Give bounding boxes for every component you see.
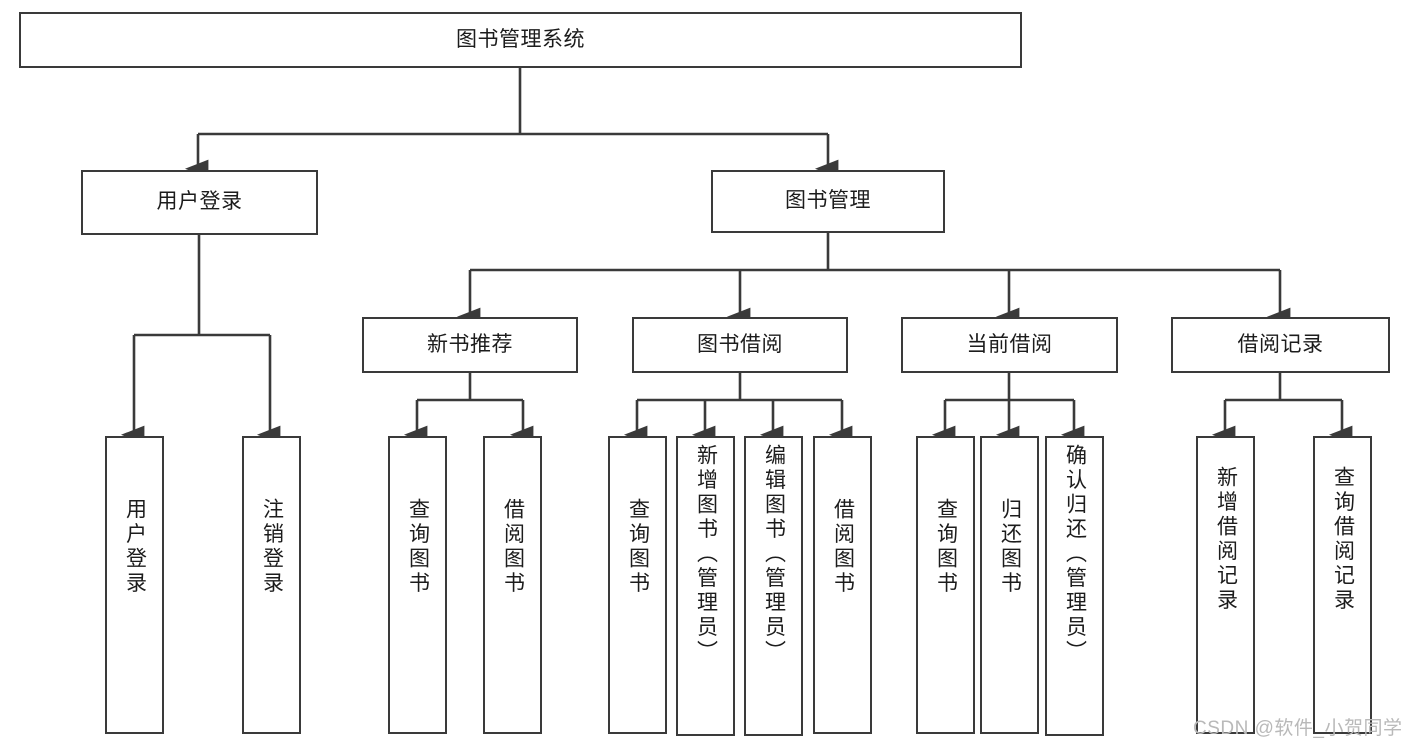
node-leaf-borrow-book-label: 借阅图书 bbox=[831, 498, 855, 596]
node-root-system-label: 图书管理系统 bbox=[456, 27, 585, 51]
node-leaf-borrow-book-recommend-label: 借阅图书 bbox=[501, 498, 525, 596]
node-leaf-query-borrow-record[interactable]: 查询借阅记录 bbox=[1313, 436, 1372, 734]
node-leaf-confirm-return-label: 确认归还（管理员） bbox=[1063, 444, 1087, 665]
node-leaf-add-borrow-record-label: 新增借阅记录 bbox=[1214, 466, 1238, 613]
node-leaf-borrow-book-recommend[interactable]: 借阅图书 bbox=[483, 436, 542, 734]
node-leaf-add-borrow-record[interactable]: 新增借阅记录 bbox=[1196, 436, 1255, 734]
node-leaf-user-login-label: 用户登录 bbox=[123, 498, 147, 596]
node-current-borrow[interactable]: 当前借阅 bbox=[901, 317, 1118, 373]
node-borrow-record-label: 借阅记录 bbox=[1237, 332, 1324, 356]
node-leaf-query-book-current[interactable]: 查询图书 bbox=[916, 436, 975, 734]
node-root-system[interactable]: 图书管理系统 bbox=[19, 12, 1022, 68]
node-leaf-query-borrow-record-label: 查询借阅记录 bbox=[1331, 466, 1355, 613]
node-user-login[interactable]: 用户登录 bbox=[81, 170, 318, 235]
node-leaf-user-login[interactable]: 用户登录 bbox=[105, 436, 164, 734]
node-leaf-edit-book-label: 编辑图书（管理员） bbox=[762, 444, 786, 665]
node-user-login-label: 用户登录 bbox=[156, 190, 243, 214]
node-current-borrow-label: 当前借阅 bbox=[966, 332, 1053, 356]
node-borrow-record[interactable]: 借阅记录 bbox=[1171, 317, 1390, 373]
node-new-book-recommend-label: 新书推荐 bbox=[427, 332, 513, 356]
node-leaf-confirm-return[interactable]: 确认归还（管理员） bbox=[1045, 436, 1104, 736]
node-leaf-borrow-book[interactable]: 借阅图书 bbox=[813, 436, 872, 734]
node-leaf-query-book-borrow-label: 查询图书 bbox=[626, 498, 650, 596]
node-book-management-label: 图书管理 bbox=[785, 189, 871, 213]
node-leaf-query-book-current-label: 查询图书 bbox=[934, 498, 958, 596]
node-leaf-query-book-borrow[interactable]: 查询图书 bbox=[608, 436, 667, 734]
node-book-management[interactable]: 图书管理 bbox=[711, 170, 945, 233]
node-leaf-query-book-recommend[interactable]: 查询图书 bbox=[388, 436, 447, 734]
node-leaf-return-book-label: 归还图书 bbox=[998, 498, 1022, 596]
node-new-book-recommend[interactable]: 新书推荐 bbox=[362, 317, 578, 373]
node-book-borrow-label: 图书借阅 bbox=[697, 332, 783, 356]
node-leaf-query-book-recommend-label: 查询图书 bbox=[406, 498, 430, 596]
node-leaf-logout-label: 注销登录 bbox=[260, 498, 284, 596]
node-book-borrow[interactable]: 图书借阅 bbox=[632, 317, 848, 373]
csdn-watermark: CSDN @软件_小贺同学 bbox=[1193, 718, 1403, 739]
node-leaf-logout[interactable]: 注销登录 bbox=[242, 436, 301, 734]
node-leaf-add-book-label: 新增图书（管理员） bbox=[694, 444, 718, 665]
node-leaf-add-book[interactable]: 新增图书（管理员） bbox=[676, 436, 735, 736]
node-leaf-return-book[interactable]: 归还图书 bbox=[980, 436, 1039, 734]
node-leaf-edit-book[interactable]: 编辑图书（管理员） bbox=[744, 436, 803, 736]
